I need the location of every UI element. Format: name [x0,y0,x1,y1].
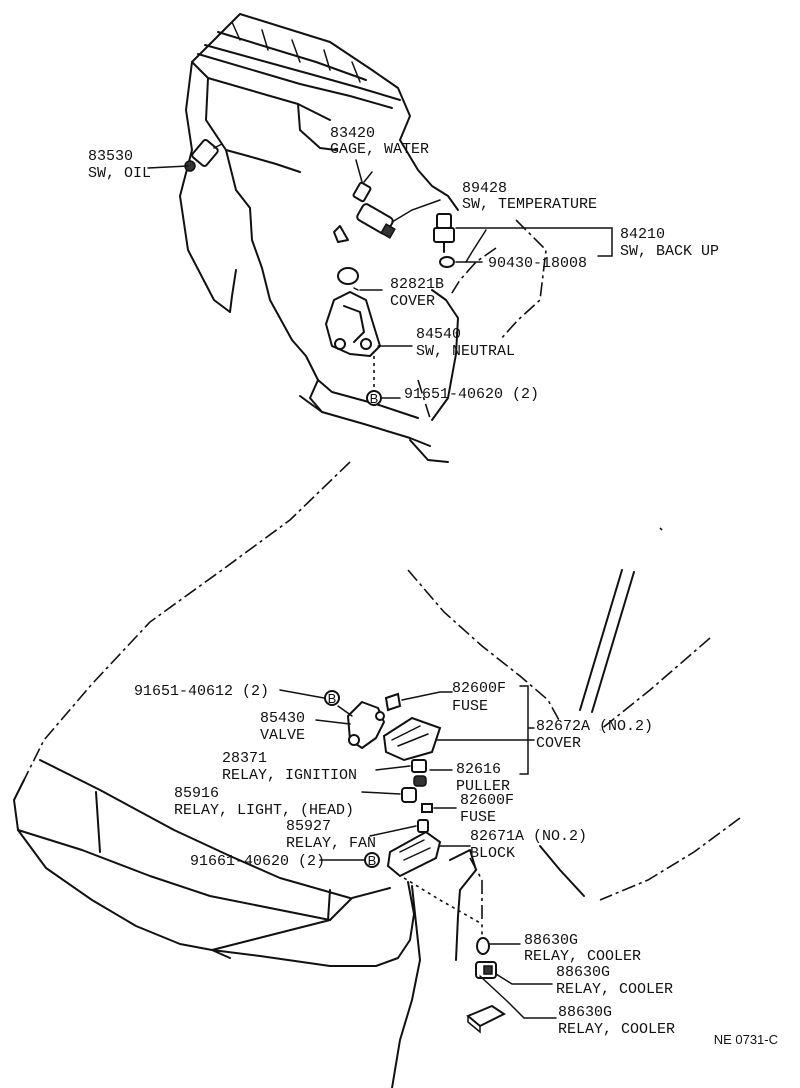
callout-88630g-3: 88630G RELAY, COOLER [558,1004,675,1038]
valve-part [337,701,385,749]
relay-block-cover-part [382,716,442,762]
part-number: 83420 [330,125,375,142]
callout-88630g-1: 88630G RELAY, COOLER [524,932,641,965]
callout-28371: 28371 RELAY, IGNITION [222,750,357,784]
callout-84210: 84210 SW, BACK UP [620,226,719,260]
callout-82616: 82616 PULLER [456,761,510,795]
part-number: 85430 [260,710,305,727]
part-name: FUSE [452,698,488,715]
part-number: 28371 [222,750,267,767]
relay-block-part [386,830,483,936]
callout-85927: 85927 RELAY, FAN [286,818,376,852]
vehicle-body [13,461,741,1088]
part-number: 91651-40620 (2) [404,386,539,403]
part-number: 85927 [286,818,331,835]
part-name: SW, NEUTRAL [416,343,515,360]
part-name: PULLER [456,778,510,795]
callout-83420: 83420 GAGE, WATER [330,125,429,158]
neutral-switch-part [325,267,381,392]
part-number: 89428 [462,180,507,197]
head-light-relay-part [401,787,417,803]
part-name: VALVE [260,727,305,744]
bolt-marker-lower-2: B [364,852,380,868]
part-number: 88630G [556,964,610,981]
part-number: 82600F [452,680,506,697]
cooler-relay-part-2 [475,961,497,979]
part-number: 84540 [416,326,461,343]
part-number: 88630G [558,1004,612,1021]
part-name: COVER [536,735,581,752]
bolt-marker-lower-1: B [324,690,340,706]
part-number: 88630G [524,932,578,949]
bolt-marker-text: B [370,391,379,406]
part-name: RELAY, COOLER [524,948,641,965]
puller-part [413,775,427,787]
part-name: RELAY, FAN [286,835,376,852]
part-number: 82672A (NO.2) [536,718,653,735]
figure-reference: NE 0731-C [714,1032,778,1047]
ignition-relay-part [411,759,427,773]
bolt-marker-upper: B [366,390,382,406]
leaders-top [147,159,613,399]
part-number: 82821B [390,276,444,293]
part-name: SW, BACK UP [620,243,719,260]
part-number: 91651-40612 (2) [134,683,269,700]
oil-switch-part [184,139,223,172]
callout-91651-40620: 91651-40620 (2) [404,386,539,403]
part-number: 82616 [456,761,501,778]
engine-block [179,13,547,463]
bolt-marker-text: B [328,691,337,706]
leaders-bottom [279,685,557,1019]
part-name: RELAY, COOLER [556,981,673,998]
callout-85916: 85916 RELAY, LIGHT, (HEAD) [174,785,354,819]
part-name: RELAY, IGNITION [222,767,357,784]
callout-82672a: 82672A (NO.2) COVER [536,718,653,752]
temperature-switch-part [333,203,396,243]
callout-82821b: 82821B COVER [390,276,444,310]
callout-82600f-lower: 82600F FUSE [460,792,514,826]
cooler-relay-part-3 [466,1004,506,1034]
callout-90430: 90430-18008 [488,255,587,272]
callout-91651-40612: 91651-40612 (2) [134,683,269,700]
part-number: 82671A (NO.2) [470,828,587,845]
part-number: 82600F [460,792,514,809]
part-number: 84210 [620,226,665,243]
part-name: RELAY, COOLER [558,1021,675,1038]
part-name: SW, TEMPERATURE [462,196,597,213]
callout-89428: 89428 SW, TEMPERATURE [462,180,597,213]
part-name: RELAY, LIGHT, (HEAD) [174,802,354,819]
part-number: 83530 [88,148,133,165]
part-number: 91661-40620 (2) [190,853,325,870]
part-name: SW, OIL [88,165,151,182]
cooler-relay-part-1 [476,937,490,955]
callout-83530: 83530 SW, OIL [88,148,151,182]
fuse-part-upper [384,692,402,712]
water-gage-part [352,171,373,203]
part-name: FUSE [460,809,496,826]
callout-82600f-upper: 82600F FUSE [452,680,506,715]
callout-88630g-2: 88630G RELAY, COOLER [556,964,673,998]
callout-84540: 84540 SW, NEUTRAL [416,326,515,360]
callout-82671a: 82671A (NO.2) BLOCK [470,828,587,862]
part-name: COVER [390,293,435,310]
fan-relay-part [417,819,429,833]
back-up-switch-part [433,213,455,268]
callout-85430: 85430 VALVE [260,710,305,744]
part-number: 90430-18008 [488,255,587,272]
part-name: BLOCK [470,845,515,862]
fuse-part-lower [421,803,433,813]
callout-91661-40620: 91661-40620 (2) [190,853,325,870]
bolt-marker-text: B [368,853,377,868]
part-name: GAGE, WATER [330,141,429,158]
part-number: 85916 [174,785,219,802]
